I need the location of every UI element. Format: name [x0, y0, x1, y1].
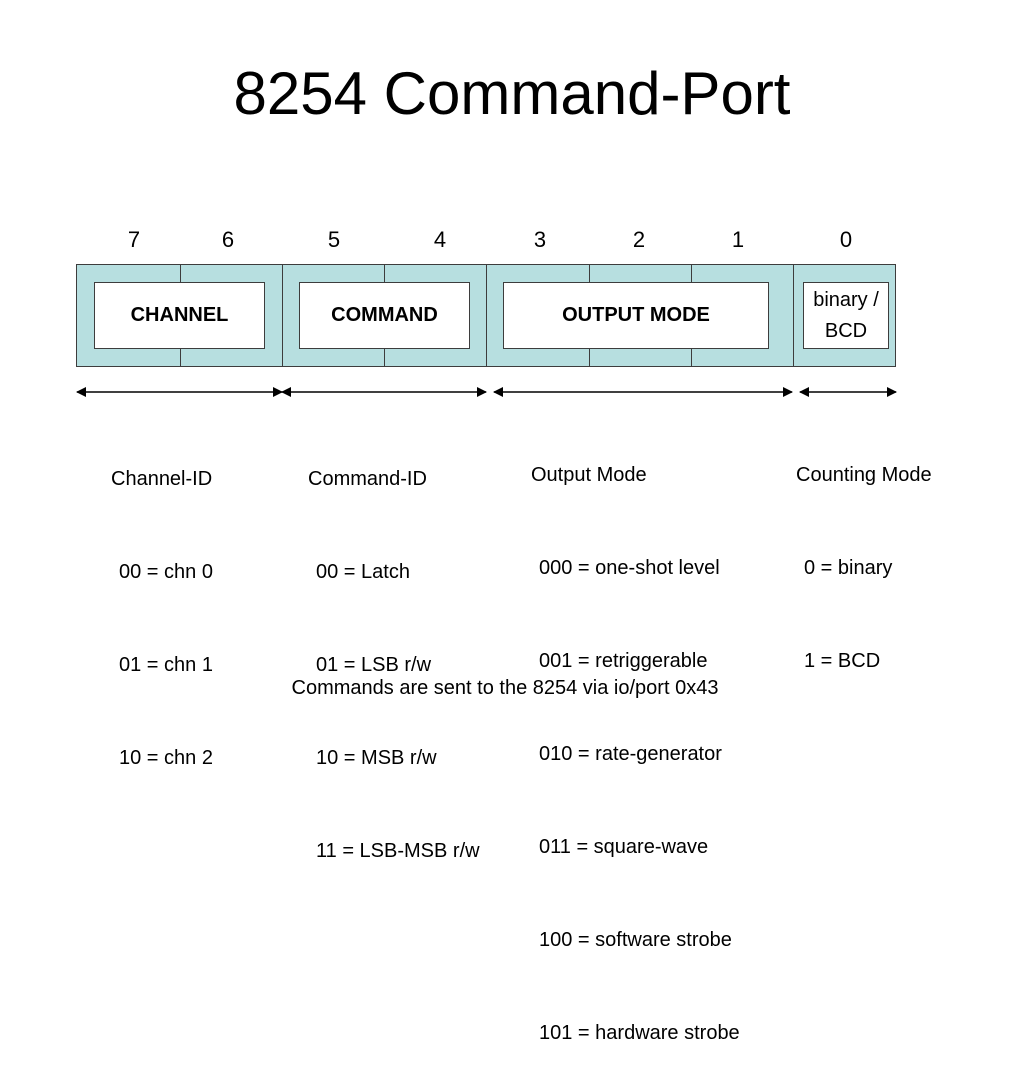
command-register: CHANNEL COMMAND OUTPUT MODE binary / BCD	[76, 264, 896, 367]
output-mode-description: Output Mode 000 = one-shot level 001 = r…	[531, 398, 740, 1080]
group-divider	[282, 265, 283, 366]
output-mode-option: 101 = hardware strobe	[539, 1022, 740, 1044]
channel-description: Channel-ID 00 = chn 0 01 = chn 1 10 = ch…	[111, 402, 213, 805]
bit-divider	[180, 265, 181, 282]
bit-divider	[180, 349, 181, 366]
bcd-field: binary / BCD	[803, 282, 889, 349]
bit-number-2: 2	[632, 227, 646, 252]
bit-divider	[691, 349, 692, 366]
command-option: 00 = Latch	[316, 561, 410, 583]
channel-heading: Channel-ID	[111, 468, 213, 490]
bit-divider	[384, 349, 385, 366]
command-description: Command-ID 00 = Latch 01 = LSB r/w 10 = …	[308, 402, 480, 898]
bit-number-3: 3	[533, 227, 547, 252]
bit-number-5: 5	[327, 227, 341, 252]
bit-number-1: 1	[731, 227, 745, 252]
bit-number-4: 4	[433, 227, 447, 252]
command-option: 11 = LSB-MSB r/w	[316, 840, 480, 862]
footer-note: Commands are sent to the 8254 via io/por…	[291, 677, 719, 699]
output-mode-heading: Output Mode	[531, 464, 647, 486]
output-mode-option: 001 = retriggerable	[539, 650, 708, 672]
output-mode-option: 011 = square-wave	[539, 836, 709, 858]
output-mode-option: 010 = rate-generator	[539, 743, 722, 765]
output-mode-option: 100 = software strobe	[539, 929, 732, 951]
command-field: COMMAND	[299, 282, 470, 349]
channel-field: CHANNEL	[94, 282, 265, 349]
counting-mode-heading: Counting Mode	[796, 464, 932, 486]
channel-option: 10 = chn 2	[119, 747, 213, 769]
bit-number-7: 7	[127, 227, 141, 252]
bit-number-6: 6	[221, 227, 235, 252]
bit-divider	[384, 265, 385, 282]
channel-option: 00 = chn 0	[119, 561, 213, 583]
slide-title: 8254 Command-Port	[233, 60, 791, 127]
bit-number-0: 0	[839, 227, 853, 252]
output-mode-field: OUTPUT MODE	[503, 282, 769, 349]
bit-divider	[691, 265, 692, 282]
bit-divider	[589, 265, 590, 282]
counting-mode-option: 1 = BCD	[804, 650, 881, 672]
counting-mode-description: Counting Mode 0 = binary 1 = BCD	[796, 398, 932, 708]
command-option: 10 = MSB r/w	[316, 747, 437, 769]
output-mode-option: 000 = one-shot level	[539, 557, 720, 579]
command-option: 01 = LSB r/w	[316, 654, 432, 676]
channel-option: 01 = chn 1	[119, 654, 213, 676]
bit-divider	[589, 349, 590, 366]
group-divider	[486, 265, 487, 366]
counting-mode-option: 0 = binary	[804, 557, 893, 579]
span-arrows	[76, 387, 897, 397]
command-heading: Command-ID	[308, 468, 427, 490]
group-divider	[793, 265, 794, 366]
